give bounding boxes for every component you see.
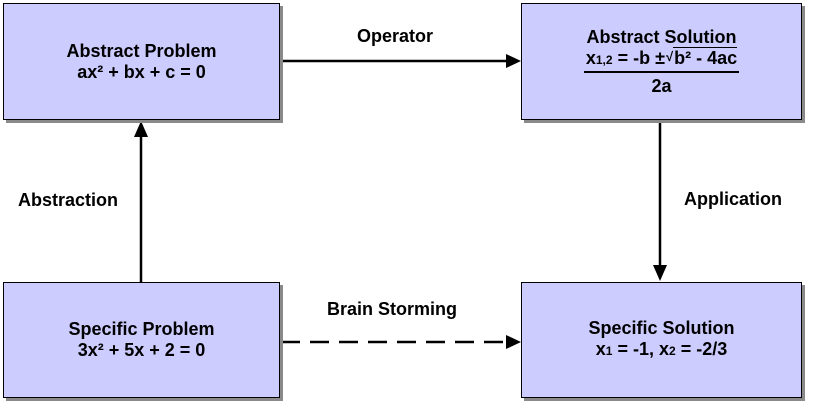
formula-var-subscript: 1,2 <box>595 52 613 67</box>
operator-label: Operator <box>357 26 434 46</box>
specific-problem-equation: 3x² + 5x + 2 = 0 <box>77 340 206 360</box>
x1-var: x <box>595 339 606 359</box>
formula-numerator: x1,2 = -b ±√b² - 4ac <box>583 46 740 73</box>
brain-storming-label: Brain Storming <box>327 299 458 319</box>
specific-solution-values: x1 = -1, x2 = -2/3 <box>596 339 727 362</box>
abstraction-label: Abstraction <box>18 190 119 210</box>
x2-subscript: 2 <box>669 344 676 358</box>
abstract-problem-box: Abstract Problem ax² + bx + c = 0 <box>3 3 280 120</box>
abstract-solution-box: Abstract Solution x1,2 = -b ±√b² - 4ac 2… <box>521 3 802 120</box>
application-arrowhead <box>653 265 667 281</box>
abstraction-arrowhead <box>134 121 148 137</box>
specific-solution-title: Specific Solution <box>588 318 735 338</box>
radical-icon: √ <box>665 48 674 64</box>
x1-value: = -1, <box>612 339 659 359</box>
abstract-solution-title: Abstract Solution <box>586 26 737 47</box>
specific-problem-title: Specific Problem <box>68 319 215 339</box>
x2-var: x <box>659 339 670 359</box>
quadratic-formula: x1,2 = -b ±√b² - 4ac 2a <box>583 46 740 97</box>
operator-arrowhead <box>506 54 521 68</box>
application-label: Application <box>684 189 782 209</box>
specific-problem-box: Specific Problem 3x² + 5x + 2 = 0 <box>3 282 280 398</box>
abstract-problem-equation: ax² + bx + c = 0 <box>77 61 206 82</box>
formula-radicand: b² - 4ac <box>673 46 738 68</box>
abstract-problem-title: Abstract Problem <box>66 40 217 61</box>
x2-value: = -2/3 <box>675 339 728 359</box>
specific-solution-box: Specific Solution x1 = -1, x2 = -2/3 <box>521 282 802 398</box>
x1-subscript: 1 <box>605 344 613 358</box>
formula-var: x <box>585 47 596 68</box>
plus-minus-symbol: ± <box>655 47 665 68</box>
brain-storming-arrowhead <box>506 335 521 349</box>
formula-denominator: 2a <box>651 75 672 96</box>
formula-numerator-pre: = -b <box>612 47 656 68</box>
